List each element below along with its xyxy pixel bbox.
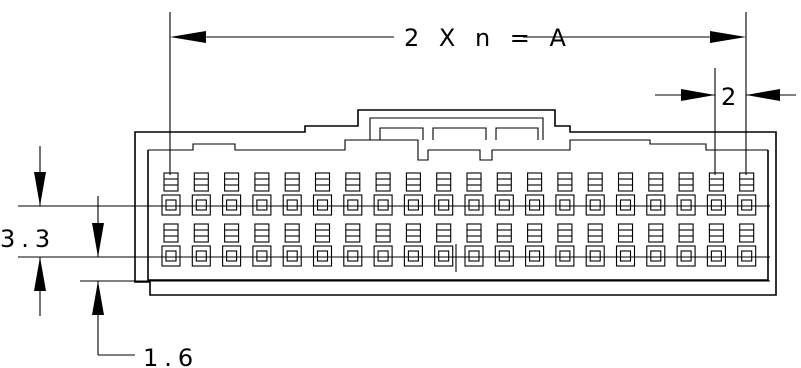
- arrowhead-offset-top: [92, 223, 104, 257]
- contact-cavity: [312, 223, 333, 267]
- contact-cavity: [222, 172, 242, 216]
- contact-cavity: [494, 223, 514, 267]
- contact-cavity: [555, 223, 575, 267]
- contact-grid: [161, 172, 757, 267]
- contact-cavity: [494, 172, 514, 216]
- contact-cavity: [646, 172, 666, 216]
- contact-cavity: [676, 223, 696, 267]
- contact-cavity: [252, 172, 272, 216]
- contact-cavity: [161, 223, 181, 267]
- overall-width-label: 2 X n = A: [404, 24, 572, 52]
- pitch-label: 2: [721, 83, 742, 111]
- contact-cavity: [312, 172, 333, 216]
- contact-cavity: [585, 172, 605, 216]
- contact-cavity: [434, 172, 454, 216]
- contact-cavity: [615, 223, 636, 267]
- arrowhead-pitch-right: [746, 89, 780, 101]
- contact-cavity: [191, 172, 211, 216]
- contact-cavity: [343, 172, 363, 216]
- row-spacing-label: 3.3: [0, 225, 56, 253]
- overall-width-dimension: 2 X n = A: [169, 12, 747, 175]
- contact-cavity: [434, 223, 454, 267]
- row-spacing-dimension: 3.3: [0, 146, 770, 316]
- arrowhead-spacing-bottom: [34, 257, 46, 291]
- contact-cavity: [373, 223, 393, 267]
- offset-dimension: 1.6: [80, 196, 770, 368]
- contact-cavity: [525, 223, 545, 267]
- contact-cavity: [464, 223, 484, 267]
- contact-cavity: [222, 223, 242, 267]
- pitch-dimension: 2: [655, 68, 796, 175]
- contact-cavity: [161, 172, 181, 216]
- arrowhead-offset-bottom: [92, 281, 104, 315]
- contact-cavity: [525, 172, 545, 216]
- contact-cavity: [464, 172, 484, 216]
- contact-cavity: [403, 223, 423, 267]
- contact-cavity: [252, 223, 272, 267]
- arrowhead-left: [170, 31, 206, 43]
- contact-cavity: [737, 172, 757, 216]
- contact-cavity: [646, 223, 666, 267]
- contact-cavity: [706, 172, 726, 216]
- offset-label: 1.6: [143, 344, 199, 368]
- contact-cavity: [343, 223, 363, 267]
- contact-cavity: [191, 223, 211, 267]
- contact-cavity: [676, 172, 696, 216]
- arrowhead-pitch-left: [681, 89, 715, 101]
- contact-cavity: [585, 223, 605, 267]
- arrowhead-right: [710, 31, 746, 43]
- contact-cavity: [282, 223, 302, 267]
- contact-cavity: [403, 172, 423, 216]
- contact-cavity: [282, 172, 302, 216]
- contact-cavity: [555, 172, 575, 216]
- arrowhead-spacing-top: [34, 172, 46, 206]
- connector-housing: [134, 109, 777, 296]
- contact-cavity: [615, 172, 636, 216]
- contact-cavity: [737, 223, 757, 267]
- contact-cavity: [373, 172, 393, 216]
- contact-cavity: [706, 223, 726, 267]
